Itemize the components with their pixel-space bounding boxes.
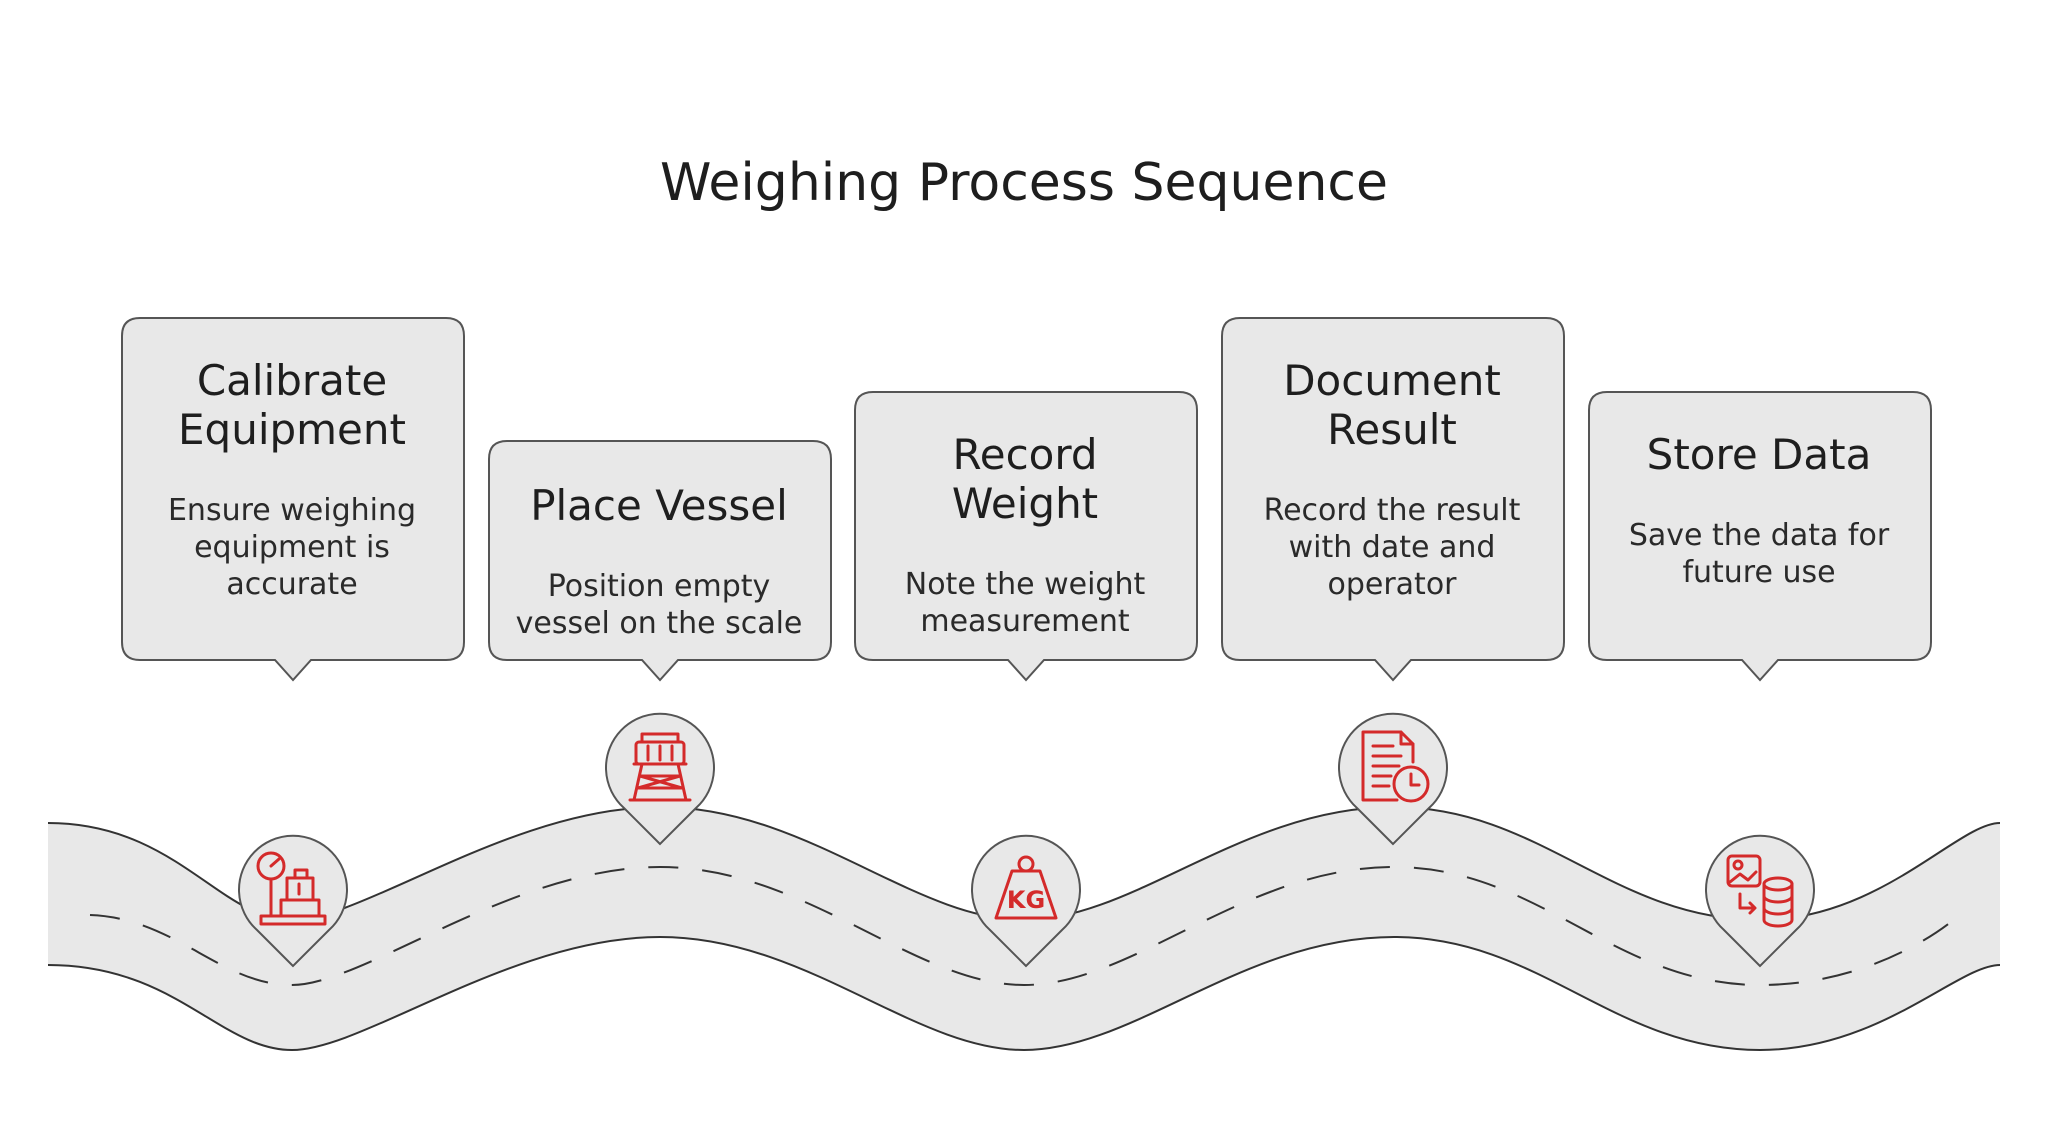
step-description-line: Record the result [1263,493,1521,528]
document-clock-icon [1361,730,1430,803]
page-title: Weighing Process Sequence [660,153,1388,213]
step-description-line: vessel on the scale [515,606,803,641]
step-pin-5 [1705,834,1815,968]
step-description-line: equipment is [194,530,390,565]
step-card-3 [854,391,1198,682]
step-description-line: Position empty [547,569,771,604]
step-description-line: Ensure weighing [167,493,417,528]
image-database-icon [1726,854,1794,928]
road-center-dashes [89,865,1963,987]
step-title-line: Record Weight [951,430,1099,528]
step-title: Store Data [1607,430,1911,479]
step-description-line: Save the data for [1628,518,1890,553]
step-title-line: Calibrate [196,356,388,405]
step-description-line: measurement [920,604,1130,639]
map-pin-icon [971,834,1081,968]
step-title: Record Weight [873,430,1177,528]
step-card-1 [121,317,465,682]
map-pin-icon [1705,834,1815,968]
step-title-line: Result [1327,405,1457,454]
step-pin-1 [238,834,348,968]
scale-gauge-icon [256,851,327,926]
step-description-line: accurate [226,567,358,602]
map-pin-icon [605,712,715,846]
step-pin-4 [1338,712,1448,846]
step-pin-3: KG [971,834,1081,968]
pins-layer: KG [238,712,1815,968]
step-pin-2 [605,712,715,846]
step-card-2 [488,440,832,682]
step-title-line: Store Data [1646,430,1872,479]
step-description-line: future use [1682,555,1836,590]
water-tower-vessel-icon [628,732,692,802]
step-description-line: Note the weight [904,567,1146,602]
step-card-5 [1588,391,1932,682]
kg-weight-icon: KG [994,855,1058,920]
kg-label: KG [1007,886,1045,914]
step-title: Place Vessel [507,481,811,530]
step-card-4 [1221,317,1565,682]
step-title-line: Place Vessel [530,481,788,530]
map-pin-icon [1338,712,1448,846]
step-title-line: Document [1283,356,1501,405]
step-description-line: with date and [1288,530,1496,565]
road-bottom-edge [47,935,2001,1052]
cards-layer [121,317,1932,682]
step-title-line: Equipment [178,405,406,454]
step-description-line: operator [1327,567,1457,602]
